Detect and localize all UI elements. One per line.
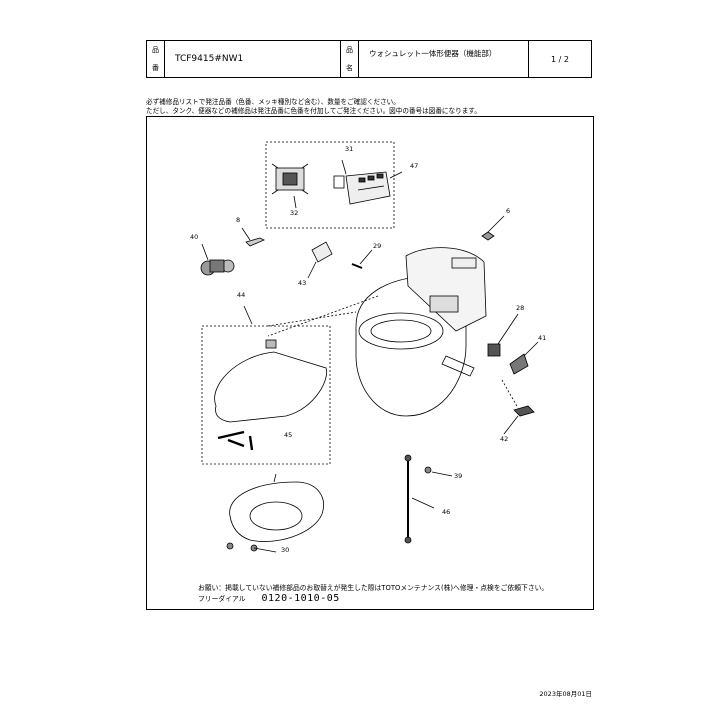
label-char: 品: [152, 46, 159, 54]
callout-42: 42: [500, 435, 509, 443]
callout-43: 43: [298, 279, 307, 287]
callout-45: 45: [284, 431, 293, 439]
note-line-1: 必ず補修品リストで発注品番（色番、メッキ種別など含む）、数量をご確認ください。: [146, 98, 400, 106]
callout-46: 46: [442, 508, 451, 516]
part-8: [245, 237, 265, 247]
note-line-2: ただし、タンク、便器などの補修品は発注品番に色番を付加してご発注ください。図中の…: [146, 107, 481, 115]
part-43-plate: [311, 241, 333, 263]
part-28: [487, 343, 501, 357]
callout-29: 29: [373, 242, 382, 250]
part-6: [481, 231, 495, 241]
callout-6: 6: [506, 207, 511, 215]
exploded-parts-diagram: [200, 141, 539, 553]
callout-28: 28: [516, 304, 525, 312]
label-char: 名: [346, 64, 353, 72]
remote-control-group: [265, 141, 403, 229]
callout-39: 39: [454, 472, 463, 480]
label-char: 番: [152, 64, 159, 72]
callout-32: 32: [290, 209, 299, 217]
callout-8: 8: [236, 216, 241, 224]
callout-30: 30: [281, 546, 290, 554]
part-40-valve: [200, 243, 235, 276]
product-code: TCF9415#NW1: [165, 41, 341, 77]
product-code-label: 品 番: [147, 41, 165, 77]
product-name-label: 品 名: [341, 41, 359, 77]
part-30-seat-ring: [226, 473, 324, 553]
callout-44: 44: [237, 291, 246, 299]
free-dial: フリーダイアル 0120-1010-05: [198, 593, 340, 604]
label-char: 品: [346, 46, 353, 54]
callout-41: 41: [538, 334, 547, 342]
seat-lid-group: [201, 305, 331, 465]
callout-40: 40: [190, 233, 199, 241]
notes: 必ず補修品リストで発注品番（色番、メッキ種別など含む）、数量をご確認ください。 …: [146, 98, 481, 116]
part-41: [509, 353, 529, 375]
free-dial-label: フリーダイアル: [198, 595, 246, 603]
product-name: ウォシュレット一体形便器（機能部）: [359, 41, 529, 77]
toilet-body: [355, 247, 487, 417]
issue-date: 2023年08月01日: [539, 690, 592, 698]
diagram-frame: [146, 116, 594, 610]
part-42: [513, 405, 535, 417]
page-number: 1 / 2: [551, 54, 569, 64]
callout-31: 31: [345, 145, 354, 153]
callout-47: 47: [410, 162, 419, 170]
header-table: 品 番 TCF9415#NW1 品 名 ウォシュレット一体形便器（機能部） 1 …: [146, 40, 592, 78]
maintenance-note: お願い：掲載していない補修部品のお取替えが発生した際はTOTOメンテナンス(株)…: [198, 584, 549, 592]
free-dial-number: 0120-1010-05: [261, 593, 340, 604]
